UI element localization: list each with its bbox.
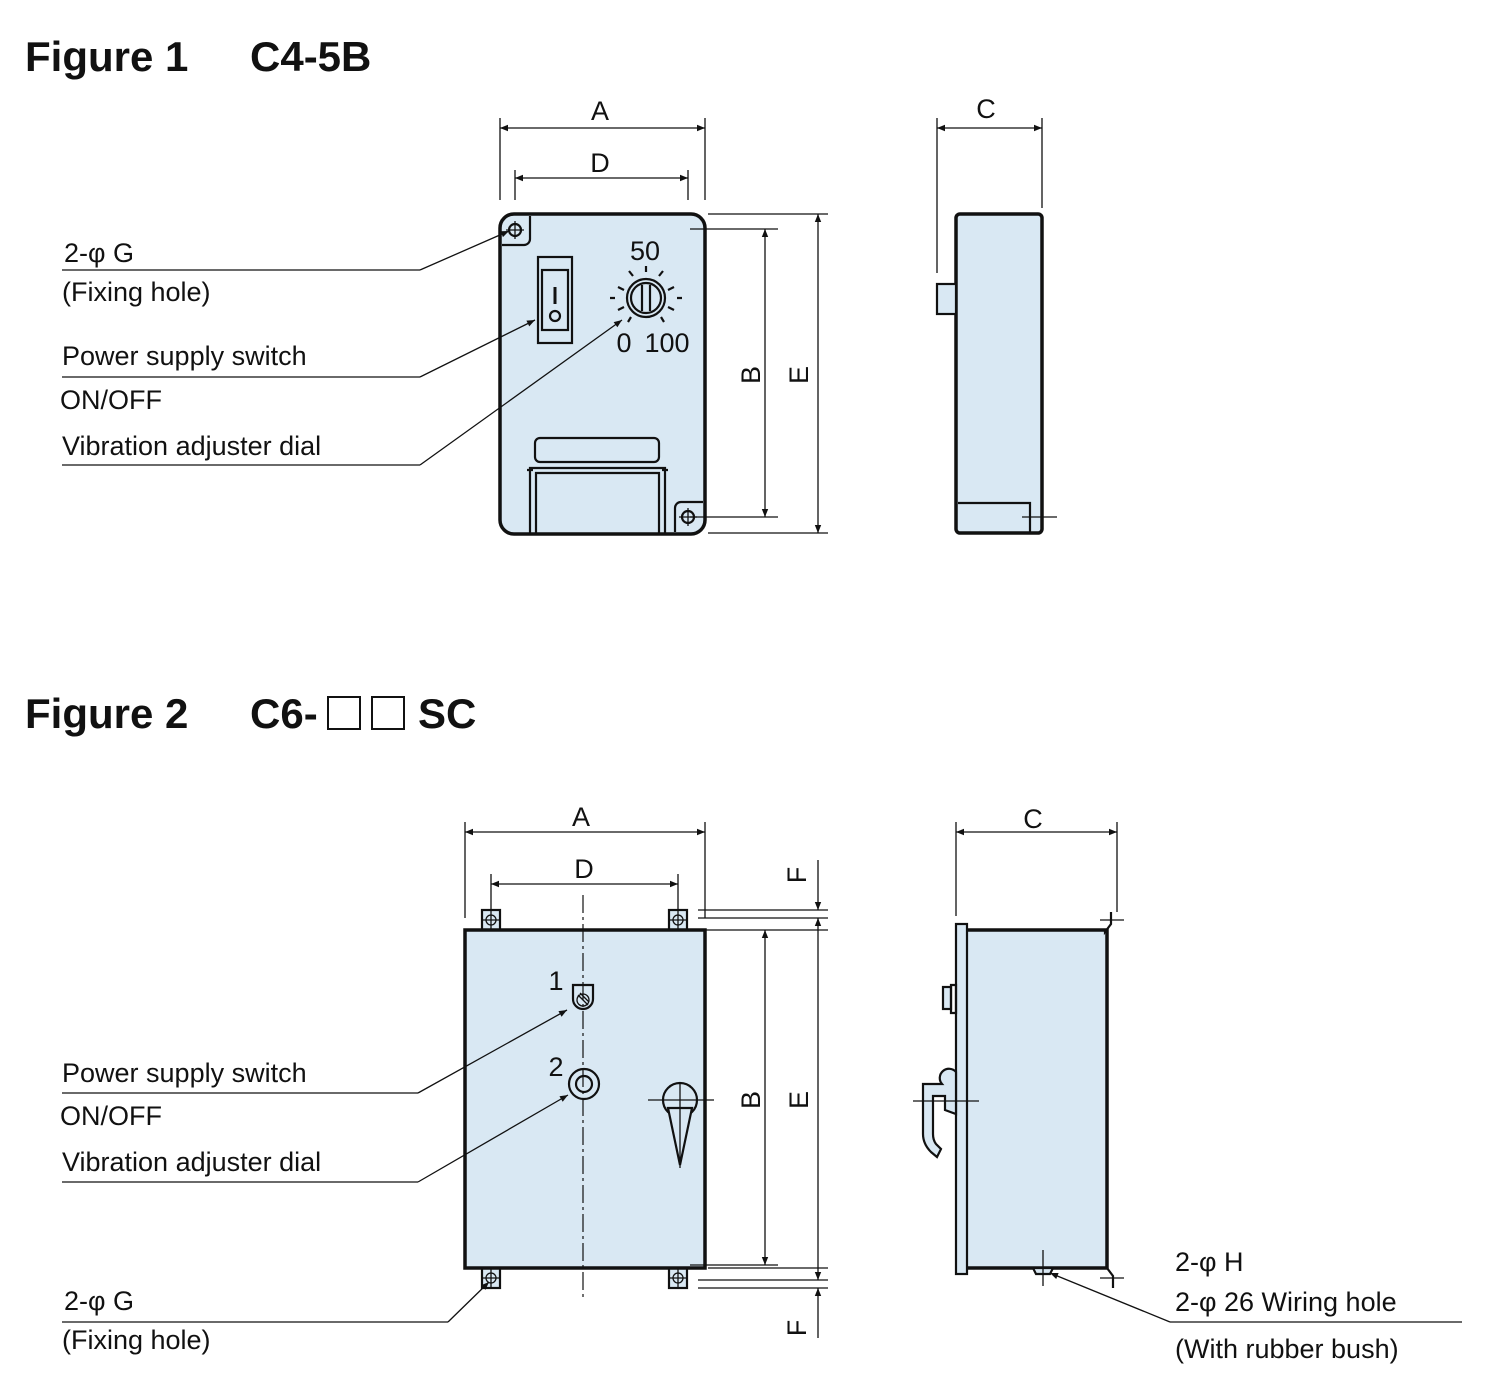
- figure-1-title: Figure 1: [25, 33, 188, 80]
- on-off-label: ON/OFF: [60, 385, 162, 415]
- dim-label-a: A: [591, 96, 609, 126]
- figure-2-model-prefix: C6-: [250, 690, 318, 737]
- dim-label-a: A: [572, 802, 590, 832]
- side-view-c6: [913, 822, 1124, 1288]
- dim-label-c: C: [976, 94, 996, 124]
- rubber-bush-label: (With rubber bush): [1175, 1334, 1399, 1364]
- front-view-c6: 1 2: [463, 895, 714, 1300]
- dial-label: Vibration adjuster dial: [62, 1147, 321, 1177]
- side-view-c4: [935, 118, 1057, 535]
- dim-label-b: B: [736, 366, 766, 384]
- dim-label-f-top: F: [782, 867, 812, 884]
- fixing-hole-label: (Fixing hole): [62, 1325, 211, 1355]
- model-placeholder-box: [327, 696, 361, 730]
- dial-label: Vibration adjuster dial: [62, 431, 321, 461]
- power-switch-icon: [571, 983, 595, 1011]
- dim-label-d: D: [574, 854, 594, 884]
- wiring-h-label: 2-φ H: [1175, 1247, 1244, 1277]
- power-switch-label: Power supply switch: [62, 1058, 307, 1088]
- power-switch-label: Power supply switch: [62, 341, 307, 371]
- figure-2: Figure 2 C6- SC 1 2: [25, 690, 1462, 1364]
- dim-label-d: D: [590, 148, 610, 178]
- dim-label-e: E: [784, 1091, 814, 1109]
- figure-2-title: Figure 2: [25, 690, 188, 737]
- marker-1: 1: [548, 966, 563, 996]
- dial-label-100: 100: [644, 328, 689, 358]
- dial-icon: [610, 266, 682, 323]
- fixing-hole-icon: [506, 221, 524, 239]
- front-view-c4: 50 0 100: [498, 212, 707, 536]
- dial-icon: [567, 1067, 601, 1101]
- model-placeholder-box: [371, 696, 405, 730]
- fixing-hole-spec-label: 2-φ G: [64, 1286, 134, 1316]
- handle-icon: [648, 1081, 714, 1168]
- dial-label-0: 0: [616, 328, 631, 358]
- figure-2-model-suffix: SC: [418, 690, 476, 737]
- figure-1: Figure 1 C4-5B: [25, 33, 1057, 536]
- dial-label-50: 50: [630, 236, 660, 266]
- marker-2: 2: [548, 1052, 563, 1082]
- dim-label-f-bottom: F: [782, 1320, 812, 1337]
- figure-1-model: C4-5B: [250, 33, 371, 80]
- dimension-lines: [499, 118, 828, 534]
- wiring-hole-label: 2-φ 26 Wiring hole: [1175, 1287, 1397, 1317]
- fixing-hole-spec-label: 2-φ G: [64, 238, 134, 268]
- dim-label-c: C: [1023, 804, 1043, 834]
- dim-label-e: E: [784, 366, 814, 384]
- power-switch-icon: [536, 255, 574, 345]
- dimension-lines: [464, 822, 828, 1338]
- on-off-label: ON/OFF: [60, 1101, 162, 1131]
- fixing-hole-label: (Fixing hole): [62, 277, 211, 307]
- dim-label-b: B: [736, 1091, 766, 1109]
- fixing-tab: [480, 908, 689, 1290]
